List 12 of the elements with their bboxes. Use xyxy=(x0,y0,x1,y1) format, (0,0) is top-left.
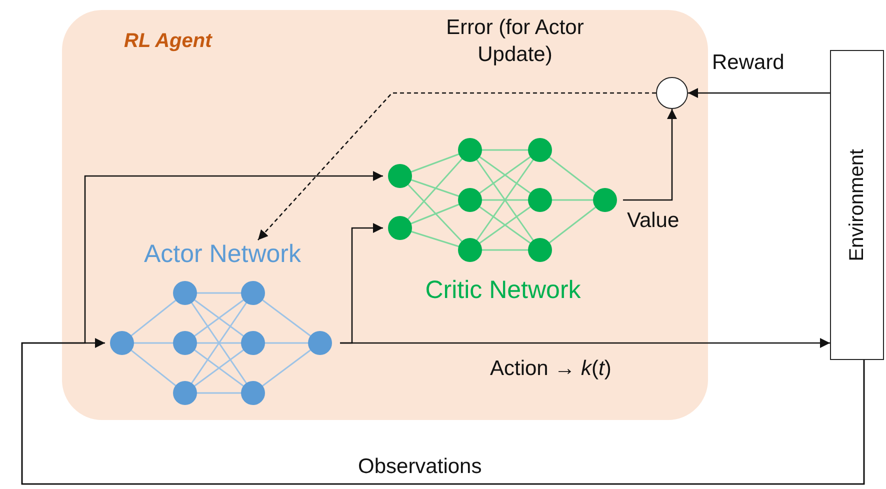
arrow xyxy=(340,223,383,344)
arrow xyxy=(688,88,830,98)
network-title: Critic Network xyxy=(424,276,582,305)
arrow xyxy=(21,171,865,485)
environment-box xyxy=(830,50,884,360)
box-label: Environment xyxy=(846,148,868,262)
network-title: Actor Network xyxy=(143,240,302,269)
agent-panel xyxy=(62,10,708,420)
summing-circle xyxy=(656,77,688,109)
dashed-arrow xyxy=(258,92,656,240)
arrow xyxy=(623,109,677,201)
group-title: RL Agent xyxy=(124,30,212,53)
